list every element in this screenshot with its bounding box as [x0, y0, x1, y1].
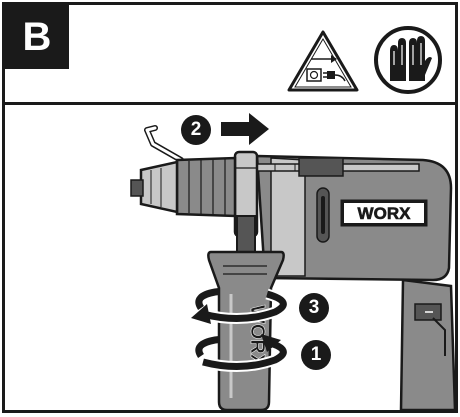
push-arrow-icon	[221, 113, 269, 145]
rotate-arrows-front-icon	[191, 288, 289, 373]
panel-header: B	[5, 5, 455, 105]
wear-gloves-icon	[374, 26, 442, 94]
step-badge-2: 2	[181, 115, 211, 145]
unplug-warning-icon	[287, 30, 359, 92]
drill-illustration: WORX WORX	[130, 113, 455, 410]
panel-letter: B	[5, 5, 69, 69]
step-badge-3: 3	[299, 293, 329, 323]
body-logo: WORX	[358, 204, 412, 223]
instruction-panel: B	[2, 2, 458, 413]
step-badge-1: 1	[301, 340, 331, 370]
